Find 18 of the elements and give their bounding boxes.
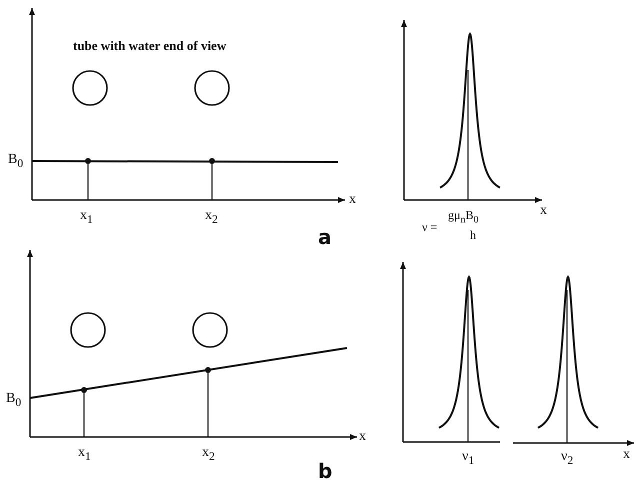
panel-letter: a	[318, 226, 332, 248]
axis-label: B$_{0}$	[8, 152, 24, 172]
caption-text: tube with water end of view	[73, 38, 226, 53]
axis-label: x$_{2}$	[205, 208, 218, 228]
formula-text: ν =	[422, 220, 438, 234]
axis-label: ν$_{2}$	[561, 449, 574, 469]
formula-text: h	[470, 228, 476, 242]
axis-label: x	[623, 447, 630, 463]
axis-label: x	[540, 203, 547, 219]
axis-label: x$_{2}$	[202, 445, 215, 465]
axis-label: B$_{0}$	[6, 391, 22, 411]
axis-label: x	[359, 429, 366, 445]
axis-label: x$_{1}$	[80, 208, 93, 228]
axis-label: x	[349, 192, 356, 208]
panel-letter: b	[318, 460, 332, 482]
axis-label: x$_{1}$	[78, 445, 91, 465]
axis-label: ν$_{1}$	[462, 449, 474, 469]
formula-text: gμ$_{n}$B$_{0}$	[448, 208, 478, 228]
